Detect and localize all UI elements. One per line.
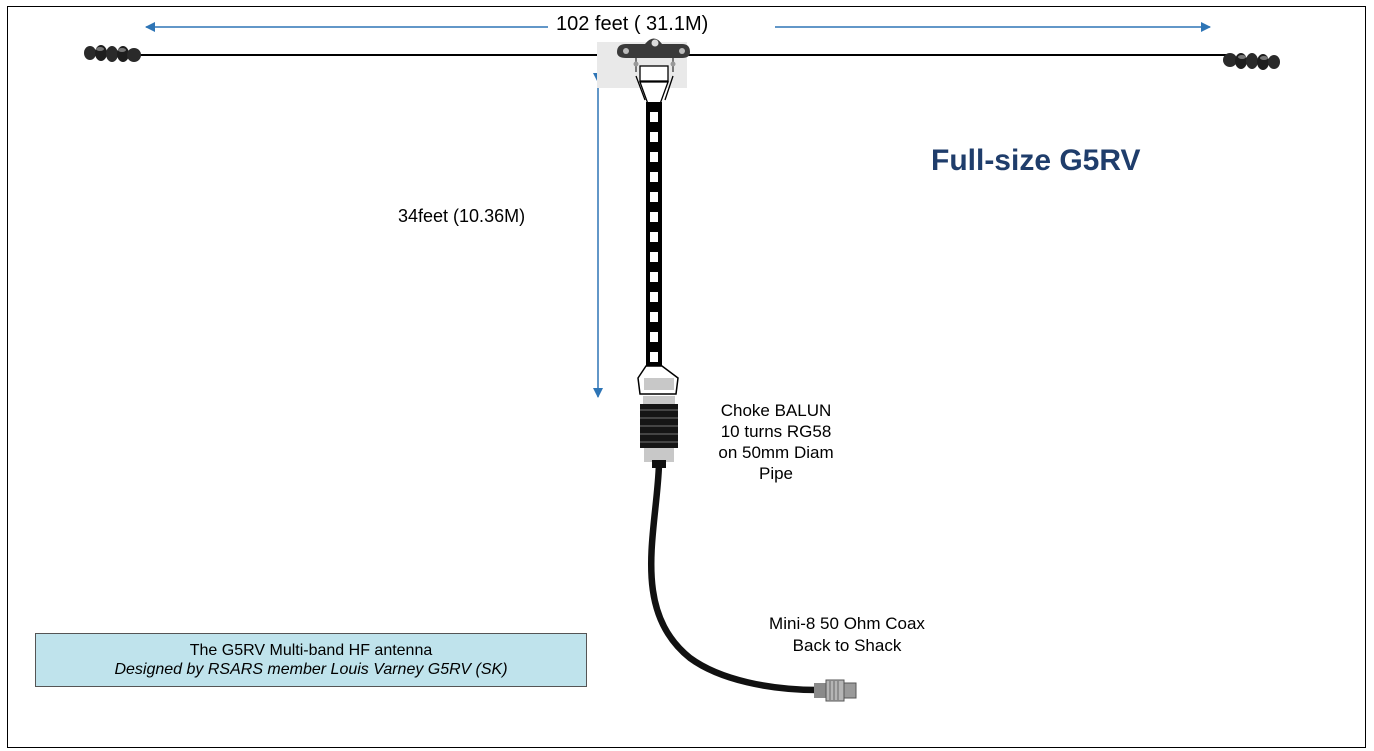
n-connector (814, 680, 856, 701)
ladder-window (650, 352, 658, 362)
height-dimension-label: 34feet (10.36M) (398, 206, 525, 227)
ladder-window (650, 292, 658, 302)
coax-line: Mini-8 50 Ohm Coax (732, 613, 962, 635)
ladder-window (650, 192, 658, 202)
span-dimension-label: 102 feet ( 31.1M) (553, 13, 711, 36)
coax-line: Back to Shack (732, 635, 962, 657)
balun-line: 10 turns RG58 (702, 421, 850, 442)
right-insulator (1223, 53, 1280, 70)
ladder-window (650, 252, 658, 262)
balun-line: Choke BALUN (702, 400, 850, 421)
credit-subtitle: Designed by RSARS member Louis Varney G5… (36, 660, 586, 679)
ladder-window (650, 152, 658, 162)
balun-line: Pipe (702, 463, 850, 484)
centre-connector (597, 39, 690, 89)
balun-line: on 50mm Diam (702, 442, 850, 463)
credit-box: The G5RV Multi-band HF antenna Designed … (35, 633, 587, 687)
left-insulator (84, 45, 141, 62)
ladder-window (650, 272, 658, 282)
ladder-window (650, 112, 658, 122)
ladder-window (650, 332, 658, 342)
diagram-title: Full-size G5RV (931, 144, 1141, 178)
ladder-window (650, 132, 658, 142)
balun-label: Choke BALUN 10 turns RG58 on 50mm Diam P… (702, 400, 850, 484)
credit-title: The G5RV Multi-band HF antenna (36, 641, 586, 660)
ladder-window (650, 172, 658, 182)
ladder-window (650, 312, 658, 322)
ladder-window (650, 232, 658, 242)
ladder-window (650, 212, 658, 222)
coax-label: Mini-8 50 Ohm Coax Back to Shack (732, 613, 962, 657)
